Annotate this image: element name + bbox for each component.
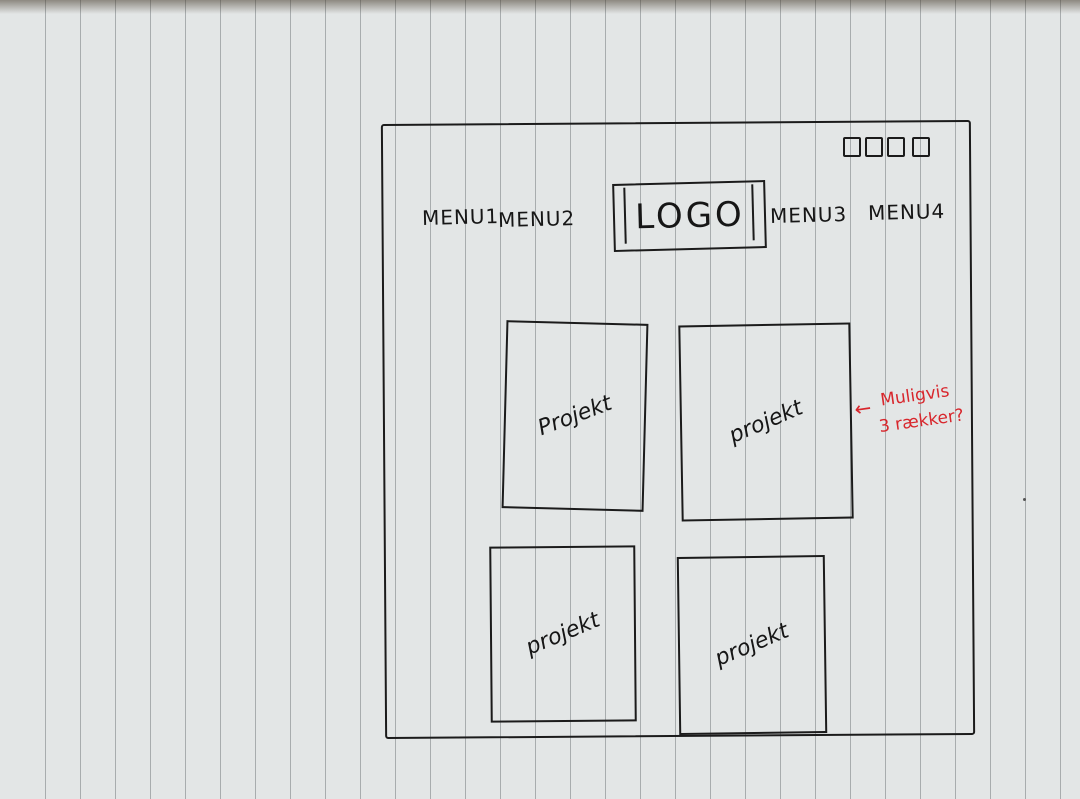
project-card-3[interactable]: projekt [489, 545, 637, 723]
project-card-label: projekt [725, 395, 807, 449]
project-card-1[interactable]: Projekt [501, 320, 649, 512]
project-card-label: projekt [522, 607, 604, 661]
note-line-1: Muligvis [879, 381, 951, 411]
note-line-2: 3 rækker? [877, 405, 966, 438]
header-square-icon-2[interactable] [865, 137, 883, 157]
menu-item-3[interactable]: MENU3 [769, 201, 848, 229]
header-square-icon-4[interactable] [912, 137, 930, 157]
left-arrow-icon: ← [852, 395, 873, 422]
project-card-2[interactable]: projekt [678, 322, 854, 522]
header-square-icon-3[interactable] [887, 137, 905, 157]
menu-item-4[interactable]: MENU4 [867, 198, 946, 226]
project-card-label: Projekt [534, 390, 616, 442]
project-card-label: projekt [711, 618, 793, 672]
logo-text: LOGO [634, 194, 746, 238]
menu-item-2[interactable]: MENU2 [497, 205, 576, 233]
menu-item-1[interactable]: MENU1 [421, 203, 500, 231]
pen-dot [1023, 498, 1026, 501]
header-square-icon-1[interactable] [843, 137, 861, 157]
project-card-4[interactable]: projekt [676, 554, 828, 736]
